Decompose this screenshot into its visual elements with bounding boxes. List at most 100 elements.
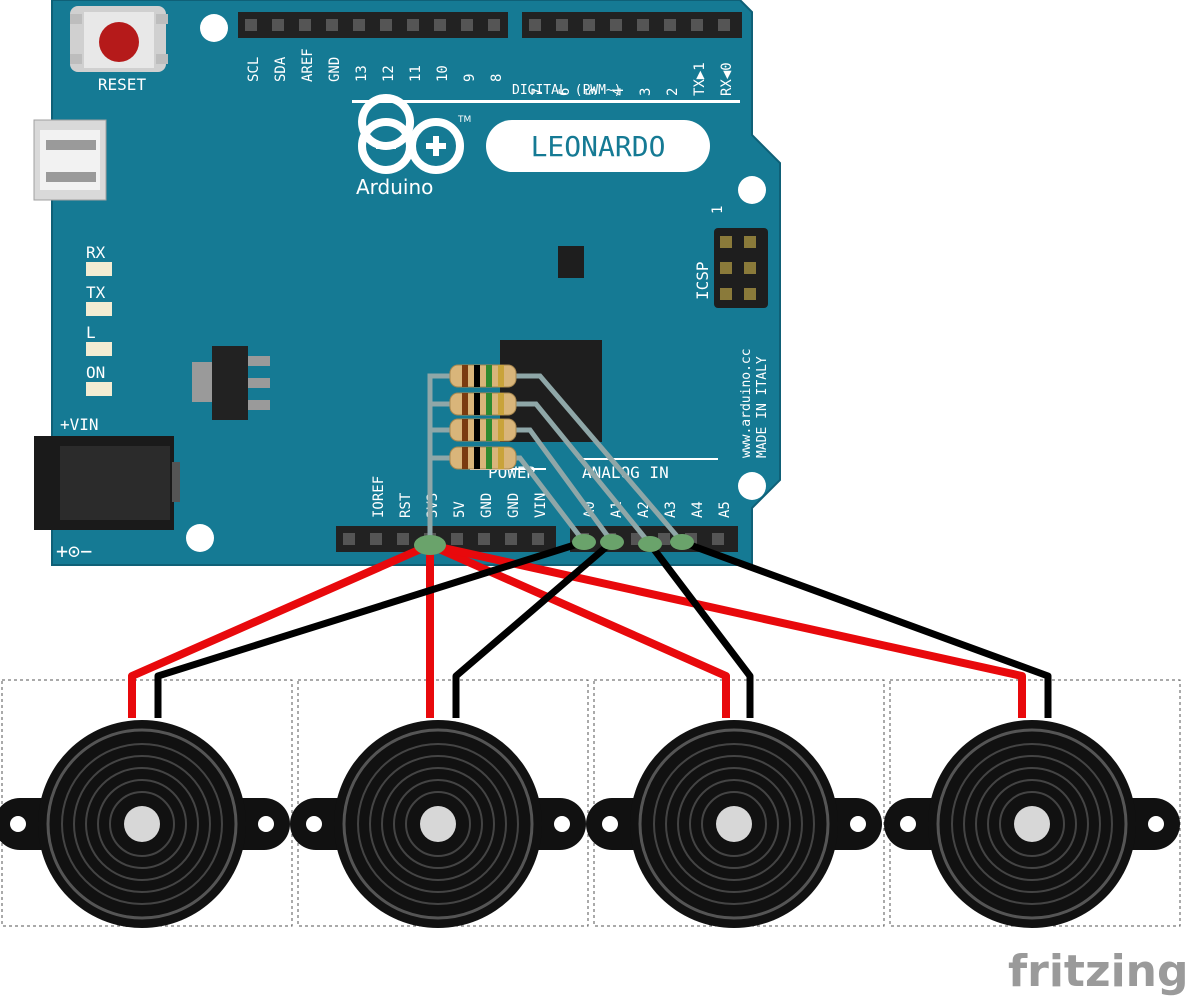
piezo-buzzer bbox=[884, 720, 1180, 928]
signal-wire-3 bbox=[647, 541, 754, 718]
pin-label: 6 bbox=[557, 88, 573, 96]
header-pin bbox=[488, 19, 500, 31]
resistor bbox=[449, 392, 517, 416]
voltage-regulator bbox=[192, 346, 270, 420]
pin-label: 9 bbox=[462, 74, 478, 82]
model-label: LEONARDO bbox=[531, 130, 666, 163]
piezo-buzzer bbox=[290, 720, 586, 928]
resistors bbox=[449, 364, 517, 470]
pin-label: GND bbox=[479, 493, 495, 518]
polarity-symbol: +⊙− bbox=[56, 539, 92, 563]
header-pin bbox=[664, 19, 676, 31]
digital-header-right bbox=[522, 12, 742, 38]
power-wire-3 bbox=[428, 541, 730, 718]
led-label-l: L bbox=[86, 323, 96, 342]
icsp-label: ICSP bbox=[693, 261, 712, 300]
header-pin bbox=[299, 19, 311, 31]
icsp-header bbox=[714, 228, 768, 308]
resistor bbox=[449, 446, 517, 470]
pin-label: 5V bbox=[452, 501, 468, 518]
resistor-jumper-wires bbox=[427, 373, 684, 546]
pin-label: GND bbox=[506, 493, 522, 518]
led-rx bbox=[86, 262, 112, 276]
led-label-tx: TX bbox=[86, 283, 106, 302]
pin-label: A4 bbox=[690, 501, 706, 518]
analog-section-line bbox=[578, 458, 718, 460]
header-pin bbox=[353, 19, 365, 31]
power-wire-4 bbox=[429, 541, 1026, 718]
pin-label: AREF bbox=[300, 48, 316, 82]
header-pin bbox=[529, 19, 541, 31]
pin-label: 13 bbox=[354, 65, 370, 82]
header-pin bbox=[583, 19, 595, 31]
vin-label: +VIN bbox=[60, 415, 99, 434]
header-pin bbox=[272, 19, 284, 31]
pin-label: RX◀0 bbox=[719, 62, 735, 96]
pin-label: A3 bbox=[663, 501, 679, 518]
header-pin bbox=[380, 19, 392, 31]
signal-wires bbox=[154, 538, 1052, 718]
signal-wire-4 bbox=[680, 538, 1052, 718]
header-pin bbox=[326, 19, 338, 31]
header-pin bbox=[434, 19, 446, 31]
fritzing-watermark: fritzing bbox=[1008, 946, 1185, 997]
mounting-hole bbox=[200, 14, 228, 42]
pin-label: 3V3 bbox=[425, 493, 441, 518]
header-pin bbox=[610, 19, 622, 31]
piezo-buzzer bbox=[586, 720, 882, 928]
header-pin bbox=[451, 533, 463, 545]
header-pin bbox=[461, 19, 473, 31]
pin-label: 8 bbox=[489, 74, 505, 82]
pin-label: RST bbox=[398, 492, 414, 518]
brand-label: Arduino bbox=[356, 175, 433, 199]
led-tx bbox=[86, 302, 112, 316]
website-label: www.arduino.cc bbox=[739, 348, 754, 458]
header-pin bbox=[691, 19, 703, 31]
pin-label: VIN bbox=[533, 493, 549, 518]
svg-text:TM: TM bbox=[457, 115, 471, 125]
piezo-buzzer bbox=[0, 720, 290, 928]
header-pin bbox=[556, 19, 568, 31]
power-wires bbox=[128, 541, 1026, 718]
pin-label: 4 bbox=[611, 88, 627, 96]
pin-label: 5 bbox=[584, 88, 600, 96]
header-pin bbox=[407, 19, 419, 31]
led-label-rx: RX bbox=[86, 243, 106, 262]
signal-wire-1 bbox=[154, 538, 586, 718]
resistor bbox=[449, 364, 517, 388]
reset-label: RESET bbox=[98, 75, 147, 94]
pin-label: 3 bbox=[638, 88, 654, 96]
mounting-hole bbox=[186, 524, 214, 552]
reset-button[interactable] bbox=[70, 6, 168, 72]
digital-section-line bbox=[352, 100, 740, 103]
power-jack bbox=[34, 436, 180, 530]
header-pin bbox=[343, 533, 355, 545]
mounting-hole bbox=[738, 176, 766, 204]
header-pin bbox=[397, 533, 409, 545]
header-pin bbox=[478, 533, 490, 545]
pin-label: 7 bbox=[530, 88, 546, 96]
header-pin bbox=[505, 533, 517, 545]
arduino-logo: TM bbox=[358, 94, 471, 174]
led-indicators: RX TX L ON bbox=[86, 243, 112, 396]
small-chip bbox=[558, 246, 584, 278]
pin-label: 12 bbox=[381, 65, 397, 82]
pin-label: GND bbox=[327, 57, 343, 82]
pin-label: IOREF bbox=[371, 476, 387, 518]
mounting-hole bbox=[738, 472, 766, 500]
header-pin bbox=[370, 533, 382, 545]
header-pin bbox=[712, 533, 724, 545]
pin-label: 11 bbox=[408, 65, 424, 82]
buzzers bbox=[0, 720, 1180, 928]
digital-header-left bbox=[238, 12, 508, 38]
led-label-on: ON bbox=[86, 363, 105, 382]
power-wire-1 bbox=[128, 541, 432, 718]
pin-label: TX▶1 bbox=[692, 62, 708, 96]
icsp-pin1-label: 1 bbox=[710, 206, 726, 214]
digital-section-label: DIGITAL (PWM~) bbox=[512, 83, 622, 98]
pin-label: SCL bbox=[246, 57, 262, 82]
pin-label: A5 bbox=[717, 501, 733, 518]
resistor bbox=[449, 418, 517, 442]
